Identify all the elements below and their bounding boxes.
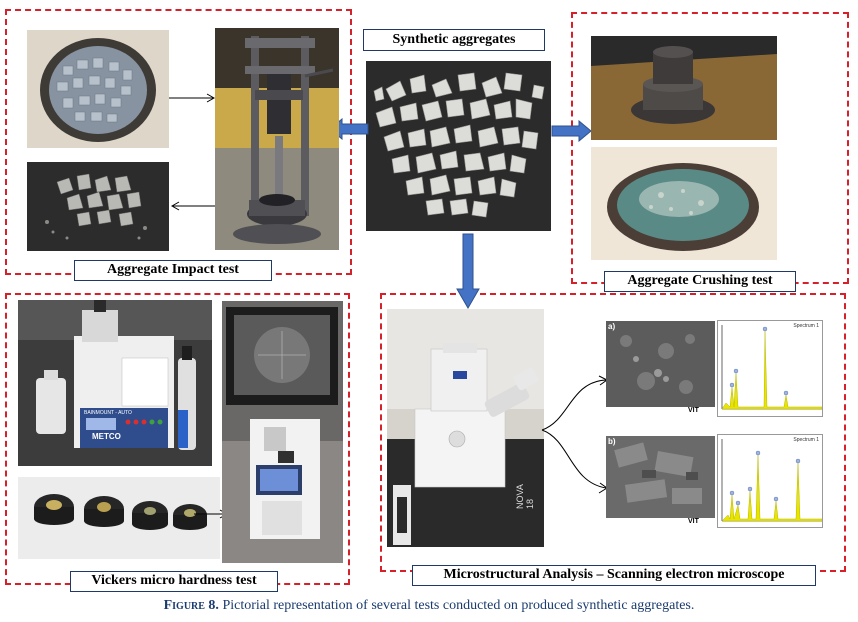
arrow-to-crushing: [551, 120, 592, 142]
machine-brand-text: METCO: [92, 432, 121, 441]
eds-spectrum-a: Spectrum 1: [717, 320, 823, 417]
eds-spectrum-a-header: Spectrum 1: [793, 323, 819, 329]
mounted-specimens-photo: [18, 477, 220, 559]
crushing-sample-photo: [591, 147, 777, 260]
sem-micrograph-a: a) VIT: [606, 321, 715, 417]
sem-side-text: NOVA 18: [515, 484, 535, 509]
sem-micrograph-a-tag: a): [608, 322, 616, 331]
synthetic-aggregates-photo: [366, 61, 551, 231]
impact-test-label: Aggregate Impact test: [74, 260, 272, 281]
arrow-machine-to-crushed: [170, 201, 217, 211]
arrow-to-sem: [456, 233, 480, 309]
figure-caption: Figure 8. Pictorial representation of se…: [0, 598, 858, 614]
sem-micrograph-a-footer: VIT: [688, 407, 699, 414]
synthetic-aggregates-title: Synthetic aggregates: [363, 29, 545, 51]
impact-sample-bowl-photo: [27, 30, 169, 148]
crushing-test-label: Aggregate Crushing test: [604, 271, 796, 292]
impact-crushed-sample-photo: [27, 162, 169, 251]
sem-micrograph-b: b) VIT: [606, 436, 715, 528]
arrow-bowl-to-machine: [169, 93, 216, 103]
vickers-tester-photo: [222, 301, 343, 563]
caption-text: Pictorial representation of several test…: [218, 598, 695, 613]
sem-micrograph-b-tag: b): [608, 437, 616, 446]
sem-label: Microstructural Analysis – Scanning elec…: [412, 565, 816, 586]
crushing-mould-photo: [591, 36, 777, 140]
sem-connector-curves: [541, 375, 608, 494]
machine-model-text: BAINMOUNT - AUTO: [84, 410, 132, 416]
mounting-press-photo: BAINMOUNT - AUTO METCO: [18, 300, 212, 466]
arrow-to-impact: [330, 118, 369, 140]
vickers-test-label: Vickers micro hardness test: [70, 571, 278, 592]
impact-test-machine-photo: [215, 28, 339, 250]
sem-instrument-photo: NOVA 18: [387, 309, 544, 547]
eds-spectrum-b-header: Spectrum 1: [793, 437, 819, 443]
sem-micrograph-b-footer: VIT: [688, 518, 699, 525]
caption-prefix: Figure 8.: [163, 598, 219, 613]
eds-spectrum-b: Spectrum 1: [717, 434, 823, 528]
